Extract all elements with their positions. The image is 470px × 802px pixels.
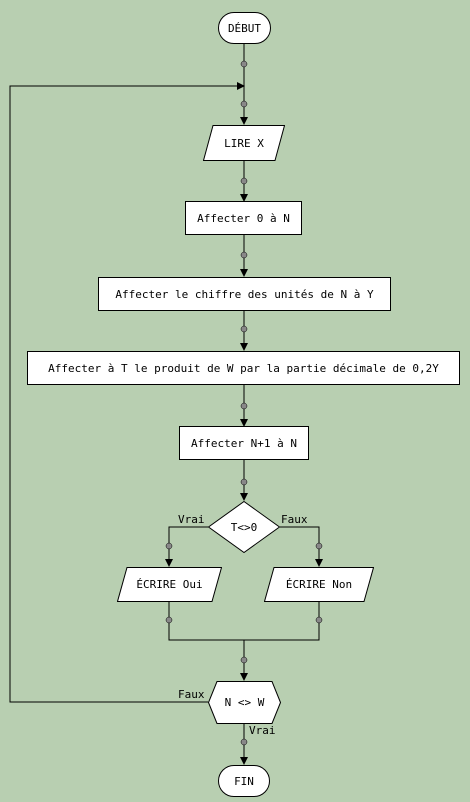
cond-nw-label: N <> W	[224, 696, 265, 709]
write-no-label: ÉCRIRE Non	[285, 578, 353, 591]
write-no-io: ÉCRIRE Non	[264, 567, 374, 602]
assign-n0-label: Affecter 0 à N	[197, 211, 290, 225]
connector-dots	[165, 60, 323, 746]
false-branch-label: Faux	[281, 513, 308, 526]
read-x-label: LIRE X	[224, 136, 264, 150]
cond-t-label: T<>0	[230, 520, 258, 534]
start-terminal: DÉBUT	[218, 12, 271, 44]
read-x-io: LIRE X	[203, 125, 285, 161]
assign-n1-label: Affecter N+1 à N	[191, 436, 297, 450]
cond-t-decision: T<>0	[208, 501, 280, 553]
loop-true-label: Vrai	[249, 724, 276, 737]
assign-n0-process: Affecter 0 à N	[185, 201, 302, 235]
start-label: DÉBUT	[227, 21, 262, 35]
assign-t-label: Affecter à T le produit de W par la part…	[48, 361, 439, 375]
write-yes-io: ÉCRIRE Oui	[117, 567, 222, 602]
assign-n1-process: Affecter N+1 à N	[179, 426, 309, 460]
edge-loop-back	[9, 82, 245, 703]
assign-t-process: Affecter à T le produit de W par la part…	[27, 351, 460, 385]
write-yes-label: ÉCRIRE Oui	[136, 578, 203, 591]
assign-units-process: Affecter le chiffre des unités de N à Y	[98, 277, 391, 311]
assign-units-label: Affecter le chiffre des unités de N à Y	[115, 287, 374, 301]
true-branch-label: Vrai	[178, 513, 205, 526]
edge-cond-false	[280, 526, 323, 567]
edge-merge	[168, 602, 320, 641]
edge-cond-true	[165, 526, 208, 567]
end-label: FIN	[234, 774, 254, 788]
loop-false-label: Faux	[178, 688, 205, 701]
end-terminal: FIN	[218, 765, 270, 797]
cond-nw-decision: N <> W	[208, 681, 281, 724]
